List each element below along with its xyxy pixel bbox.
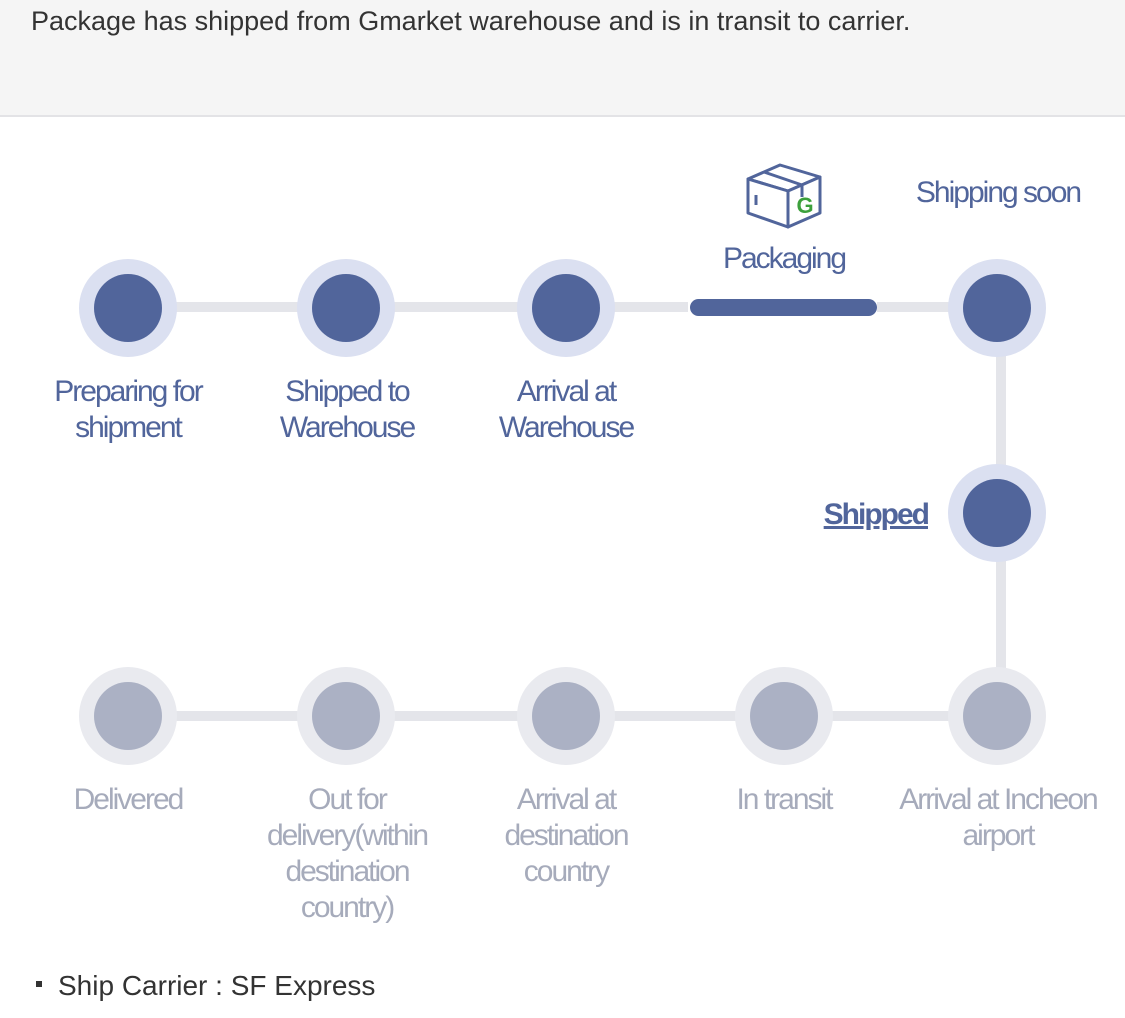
step-node-delivered	[79, 667, 177, 765]
label-arrival-incheon: Arrival at Incheon airport	[899, 783, 1098, 852]
step-dot	[963, 274, 1031, 342]
step-node-arrival-destination	[517, 667, 615, 765]
label-preparing: Preparing for shipment	[54, 375, 203, 444]
step-node-out-for-delivery	[297, 667, 395, 765]
step-dot	[94, 682, 162, 750]
ship-carrier-text: Ship Carrier : SF Express	[58, 970, 376, 1001]
step-node-shipping-soon	[948, 259, 1046, 357]
package-box-icon: G	[744, 161, 824, 231]
step-dot	[963, 682, 1031, 750]
step-node-preparing	[79, 259, 177, 357]
label-shipping-soon: Shipping soon	[915, 176, 1082, 209]
step-dot	[532, 682, 600, 750]
step-node-arrival-incheon	[948, 667, 1046, 765]
track-row1	[128, 302, 688, 312]
label-arrival-destination: Arrival at destination country	[504, 783, 629, 888]
label-in-transit: In transit	[736, 783, 833, 816]
brand-letter: G	[796, 193, 813, 218]
bullet-icon	[36, 980, 42, 987]
track-row1-end	[877, 302, 997, 312]
step-dot	[312, 682, 380, 750]
step-node-in-transit	[735, 667, 833, 765]
step-dot	[312, 274, 380, 342]
label-shipped-to-warehouse: Shipped to Warehouse	[279, 375, 416, 444]
track-packaging-active	[690, 299, 877, 316]
label-delivered: Delivered	[73, 783, 185, 816]
step-node-arrival-warehouse	[517, 259, 615, 357]
label-packaging: Packaging	[722, 242, 847, 275]
label-out-for-delivery: Out for delivery(within destination coun…	[266, 783, 429, 924]
label-shipped-current[interactable]: Shipped	[823, 498, 930, 531]
status-message: Package has shipped from Gmarket warehou…	[31, 6, 911, 36]
ship-carrier-info: Ship Carrier : SF Express	[36, 970, 375, 1002]
label-arrival-warehouse: Arrival at Warehouse	[498, 375, 635, 444]
step-dot	[94, 274, 162, 342]
step-node-shipped	[948, 464, 1046, 562]
step-dot	[532, 274, 600, 342]
status-banner: Package has shipped from Gmarket warehou…	[0, 0, 1125, 117]
step-dot	[963, 479, 1031, 547]
step-node-shipped-to-warehouse	[297, 259, 395, 357]
step-dot	[750, 682, 818, 750]
